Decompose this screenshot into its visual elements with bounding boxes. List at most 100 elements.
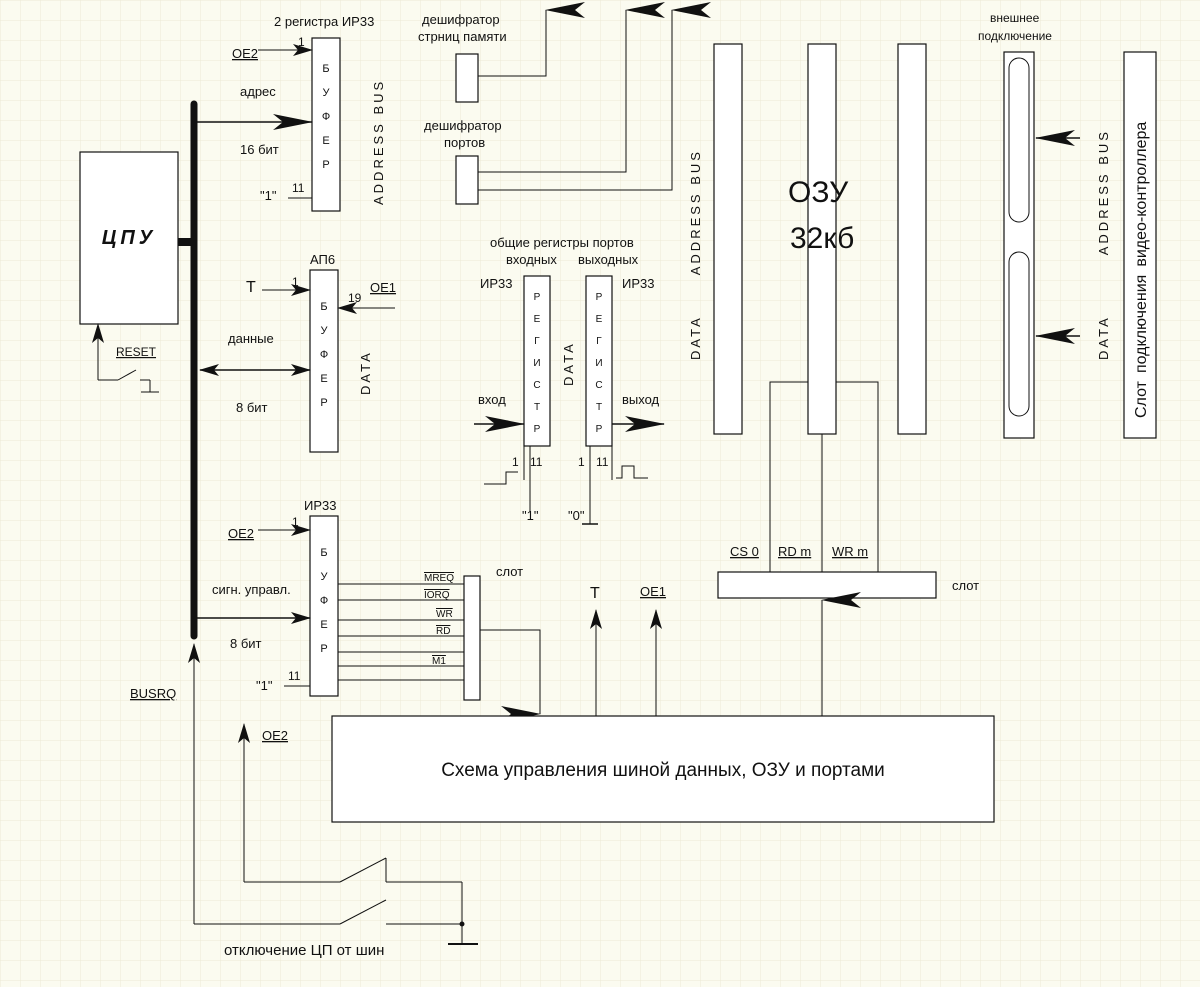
svg-text:M1: M1 <box>432 656 446 667</box>
svg-text:Ф: Ф <box>322 111 330 123</box>
external-bus-label: DATAADDRESS BUS <box>1096 129 1111 360</box>
svg-text:Р: Р <box>534 424 541 435</box>
control-buffer-enable: OE2 <box>228 526 254 541</box>
control-slot <box>463 575 481 701</box>
svg-text:Е: Е <box>320 619 327 631</box>
data-buffer-title: АП6 <box>310 252 335 267</box>
svg-text:1: 1 <box>578 455 585 469</box>
address-bus-strip <box>897 43 927 435</box>
svg-text:Ф: Ф <box>320 595 328 607</box>
address-buffer: Б У Ф Е Р 2 регистра ИР33 OE2 1 адрес 16… <box>196 14 386 212</box>
control-buffer-title: ИР33 <box>304 498 336 513</box>
address-width-label: 16 бит <box>240 142 279 157</box>
svg-text:Е: Е <box>596 314 603 325</box>
control-buffer: Б У Ф Е Р ИР33 OE2 1 сигн. управл. 8 бит… <box>196 498 339 697</box>
control-slot-label: слот <box>496 564 523 579</box>
reset-circuit <box>92 323 159 393</box>
address-buffer-letters: Б У Ф Е Р <box>322 63 331 171</box>
svg-text:С: С <box>595 380 602 391</box>
control-line-label: сигн. управл. <box>212 582 291 597</box>
output-registers-heading: выходных <box>578 252 639 267</box>
control-buffer-tie: "1" <box>256 678 273 693</box>
busrq-label: BUSRQ <box>130 686 176 701</box>
input-label: вход <box>478 392 506 407</box>
svg-text:портов: портов <box>444 135 485 150</box>
video-controller-slot <box>1123 51 1157 439</box>
svg-text:IORQ: IORQ <box>424 590 450 601</box>
ram-block <box>807 43 837 435</box>
svg-text:Ф: Ф <box>320 349 328 361</box>
svg-text:1: 1 <box>512 455 519 469</box>
control-width-label: 8 бит <box>230 636 262 651</box>
address-buffer-tie: "1" <box>260 188 277 203</box>
svg-text:Т: Т <box>596 402 602 413</box>
svg-text:1: 1 <box>298 35 305 49</box>
svg-text:У: У <box>321 325 329 337</box>
svg-text:И: И <box>595 358 602 369</box>
wr-label: WR m <box>832 544 868 559</box>
svg-text:У: У <box>321 571 329 583</box>
output-chip-label: ИР33 <box>622 276 654 291</box>
ram-control-lines <box>769 381 879 572</box>
svg-text:Р: Р <box>320 643 327 655</box>
input-tie: "1" <box>522 508 539 523</box>
cpu-block: ЦПУ <box>79 151 194 325</box>
svg-text:И: И <box>533 358 540 369</box>
control-block <box>331 715 995 823</box>
input-chip-label: ИР33 <box>480 276 512 291</box>
data-bus-label: DATA <box>358 350 373 395</box>
oe1-output-label: OE1 <box>640 584 666 599</box>
output-tie: "0" <box>568 508 585 523</box>
control-signal-names: MREQ IORQ WR RD M1 <box>424 573 454 667</box>
control-signal-lines <box>338 583 480 681</box>
svg-text:Е: Е <box>534 314 541 325</box>
svg-text:RD: RD <box>436 626 450 637</box>
data-buffer-enable: OE1 <box>370 280 396 295</box>
svg-text:Б: Б <box>322 63 329 75</box>
port-decoder: дешифратор портов <box>424 2 711 205</box>
slot-to-control-line <box>480 629 541 722</box>
svg-text:11: 11 <box>292 181 305 195</box>
svg-text:1: 1 <box>292 275 299 289</box>
video-slot-label: Слотподключениявидео-контроллера <box>1133 122 1150 418</box>
svg-text:1: 1 <box>292 515 299 529</box>
svg-text:стрниц памяти: стрниц памяти <box>418 29 507 44</box>
svg-text:подключение: подключение <box>978 29 1052 43</box>
data-bus-strip <box>713 43 743 435</box>
port-registers-heading: общие регистры портов <box>490 235 634 250</box>
svg-text:Б: Б <box>320 301 327 313</box>
data-width-label: 8 бит <box>236 400 268 415</box>
t-output-label: T <box>590 585 600 602</box>
ram-slot <box>717 571 937 599</box>
svg-text:11: 11 <box>530 455 543 469</box>
disconnect-switch <box>194 857 478 945</box>
memory-page-decoder: дешифратор стрниц памяти <box>418 2 585 103</box>
svg-text:11: 11 <box>288 669 301 683</box>
svg-text:внешнее: внешнее <box>990 11 1040 25</box>
ram-label: ОЗУ <box>788 176 849 209</box>
data-line-label: данные <box>228 331 274 346</box>
svg-text:Е: Е <box>322 135 329 147</box>
svg-text:дешифратор: дешифратор <box>424 118 502 133</box>
ram-size-label: 32кб <box>790 222 854 255</box>
cpu-label: ЦПУ <box>102 227 157 249</box>
svg-text:Б: Б <box>320 547 327 559</box>
control-block-label: Схема управления шиной данных, ОЗУ и пор… <box>441 760 885 781</box>
svg-text:MREQ: MREQ <box>424 573 454 584</box>
svg-text:Р: Р <box>596 292 603 303</box>
svg-text:19: 19 <box>348 291 362 305</box>
data-buffer-dir: T <box>246 279 256 296</box>
output-label: выход <box>622 392 660 407</box>
svg-text:Р: Р <box>320 397 327 409</box>
port-data-label: DATA <box>561 341 576 386</box>
oe2-line-label: OE2 <box>262 728 288 743</box>
disconnect-label: отключение ЦП от шин <box>224 942 384 959</box>
svg-text:Г: Г <box>534 336 540 347</box>
svg-text:Р: Р <box>596 424 603 435</box>
cs-label: CS 0 <box>730 544 759 559</box>
address-line-label: адрес <box>240 84 276 99</box>
external-connector <box>1003 51 1035 439</box>
svg-text:Г: Г <box>596 336 602 347</box>
svg-text:Е: Е <box>320 373 327 385</box>
